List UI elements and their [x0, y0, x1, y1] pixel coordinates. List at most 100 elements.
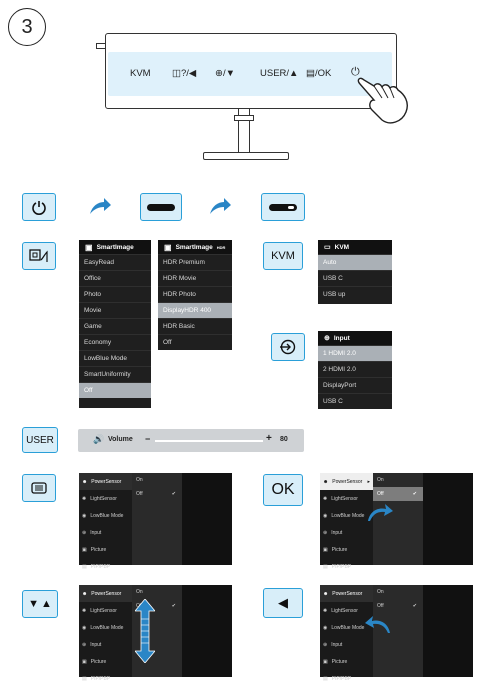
- input-icon: [280, 339, 296, 355]
- menu-item[interactable]: USB C: [318, 270, 392, 286]
- input-icon: ⊕: [82, 529, 87, 536]
- osd-option[interactable]: Off✔: [136, 491, 176, 497]
- smartimage-key[interactable]: [22, 242, 56, 270]
- osd-category[interactable]: ▤PIP/PBP: [323, 563, 352, 570]
- osd-category[interactable]: ☻PowerSensor: [79, 473, 132, 490]
- osd-category[interactable]: ◉LowBlue Mode: [323, 512, 365, 519]
- volume-slider-track[interactable]: [155, 440, 263, 442]
- osd-category[interactable]: ✺LightSensor: [82, 495, 117, 502]
- input-icon: ⊕: [82, 641, 87, 648]
- monitor-input-button[interactable]: ⊕/▼: [215, 68, 236, 79]
- osd-option-selected[interactable]: Off✔: [373, 487, 423, 501]
- osd-category[interactable]: ⊕Input: [82, 641, 102, 648]
- menu-item[interactable]: USB C: [318, 393, 392, 409]
- menu-item[interactable]: HDR Premium: [158, 254, 232, 270]
- osd-option[interactable]: Off✔: [377, 603, 417, 609]
- menu-item[interactable]: HDR Photo: [158, 286, 232, 302]
- osd-category[interactable]: ◉LowBlue Mode: [82, 512, 124, 519]
- monitor-menu-ok-button[interactable]: ▤/OK: [306, 68, 332, 79]
- menu-item[interactable]: SmartUniformity: [79, 366, 151, 382]
- menu-item[interactable]: Game: [79, 318, 151, 334]
- menu-item[interactable]: Off: [158, 334, 232, 350]
- lightsensor-icon: ✺: [323, 495, 328, 502]
- led-on-key: [261, 193, 305, 221]
- pip-icon: ▤: [323, 675, 328, 682]
- smartimage-menu-header: ▣SmartImage: [79, 240, 151, 254]
- osd-category[interactable]: ▤PIP/PBP: [82, 675, 111, 682]
- osd-category[interactable]: ◉LowBlue Mode: [82, 624, 124, 631]
- volume-plus[interactable]: +: [266, 433, 272, 444]
- osd-option[interactable]: On: [136, 589, 143, 595]
- eye-icon: ◉: [323, 512, 328, 519]
- volume-slider-fill: [155, 440, 242, 442]
- osd-category[interactable]: ⊕Input: [323, 641, 343, 648]
- osd-category[interactable]: ✺LightSensor: [323, 607, 358, 614]
- osd-category[interactable]: ◉LowBlue Mode: [323, 624, 365, 631]
- monitor-kvm-button[interactable]: KVM: [130, 68, 151, 79]
- menu-item[interactable]: Economy: [79, 334, 151, 350]
- osd-submenu-active: ☻PowerSensor▸ ✺LightSensor ◉LowBlue Mode…: [320, 473, 473, 570]
- menu-item-selected[interactable]: Off: [79, 382, 151, 398]
- menu-item[interactable]: Office: [79, 270, 151, 286]
- power-key[interactable]: [22, 193, 56, 221]
- osd-category[interactable]: ✺LightSensor: [323, 495, 358, 502]
- menu-item[interactable]: USB up: [318, 286, 392, 302]
- curved-back-arrow-icon: [365, 616, 390, 633]
- menu-item[interactable]: 2 HDMI 2.0: [318, 361, 392, 377]
- monitor-power-button[interactable]: ⏻: [351, 66, 360, 78]
- menu-key[interactable]: [22, 474, 56, 502]
- osd-category[interactable]: ☻PowerSensor: [79, 585, 132, 602]
- smartimage-hdr-menu-title: SmartImage: [175, 243, 213, 251]
- osd-category[interactable]: ▤PIP/PBP: [323, 675, 352, 682]
- monitor-smartimage-button[interactable]: ◫?/◀: [172, 68, 197, 79]
- menu-item[interactable]: EasyRead: [79, 254, 151, 270]
- ok-key[interactable]: OK: [263, 474, 303, 506]
- menu-item[interactable]: Movie: [79, 302, 151, 318]
- left-key[interactable]: ◀: [263, 588, 303, 618]
- powersensor-icon: ☻: [82, 590, 88, 597]
- pip-icon: ▤: [323, 563, 328, 570]
- osd-category[interactable]: ✺LightSensor: [82, 607, 117, 614]
- chevron-right-icon: ▸: [367, 478, 370, 485]
- osd-category[interactable]: ▣Picture: [82, 546, 107, 553]
- osd-category[interactable]: ▣Picture: [82, 658, 107, 665]
- menu-item[interactable]: Photo: [79, 286, 151, 302]
- checkmark-icon: ✔: [171, 603, 176, 609]
- osd-category[interactable]: ⊕Input: [323, 529, 343, 536]
- osd-option[interactable]: On: [136, 477, 143, 483]
- osd-option[interactable]: On: [377, 477, 384, 483]
- monitor-user-button[interactable]: USER/▲: [260, 68, 299, 79]
- menu-item-selected[interactable]: Auto: [318, 254, 392, 270]
- menu-item[interactable]: HDR Basic: [158, 318, 232, 334]
- kvm-key[interactable]: KVM: [263, 242, 303, 270]
- kvm-menu-title: KVM: [334, 243, 350, 251]
- osd-category[interactable]: ⊕Input: [82, 529, 102, 536]
- menu-item[interactable]: HDR Movie: [158, 270, 232, 286]
- up-down-key[interactable]: ▼▲: [22, 590, 58, 618]
- menu-item[interactable]: LowBlue Mode: [79, 350, 151, 366]
- input-key[interactable]: [271, 333, 305, 361]
- osd-category[interactable]: ☻PowerSensor: [320, 585, 373, 602]
- volume-control-bar: 🔊 Volume − + 80: [78, 429, 304, 452]
- osd-category[interactable]: ▣Picture: [323, 546, 348, 553]
- user-key[interactable]: USER: [22, 427, 58, 453]
- osd-category[interactable]: ▤PIP/PBP: [82, 563, 111, 570]
- menu-item-selected[interactable]: 1 HDMI 2.0: [318, 345, 392, 361]
- volume-minus[interactable]: −: [145, 434, 151, 444]
- hdr-superscript: HDR: [216, 244, 226, 250]
- osd-option[interactable]: On: [377, 589, 384, 595]
- lightsensor-icon: ✺: [82, 495, 87, 502]
- menu-item[interactable]: DisplayPort: [318, 377, 392, 393]
- volume-value: 80: [280, 436, 288, 443]
- picture-icon: ▣: [323, 658, 328, 665]
- up-arrow-icon: ▲: [41, 598, 52, 610]
- eye-icon: ◉: [82, 624, 87, 631]
- osd-category[interactable]: ▣Picture: [323, 658, 348, 665]
- eye-icon: ◉: [82, 512, 87, 519]
- osd-category-selected[interactable]: ☻PowerSensor▸: [320, 473, 373, 490]
- osd-option-list: On Off✔: [132, 473, 182, 565]
- kvm-menu: ▭KVM Auto USB C USB up: [318, 240, 392, 304]
- osd-option-list: On Off✔: [373, 473, 423, 565]
- menu-item-selected[interactable]: DisplayHDR 400: [158, 302, 232, 318]
